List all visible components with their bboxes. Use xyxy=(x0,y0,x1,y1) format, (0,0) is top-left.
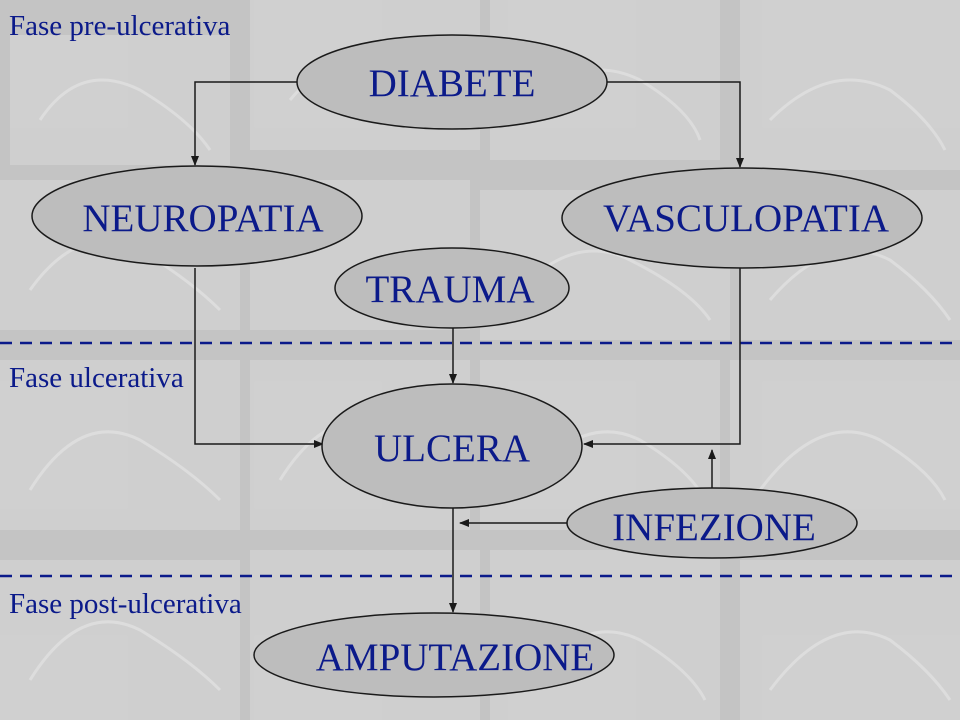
node-amputazione: AMPUTAZIONE xyxy=(253,612,615,698)
phase-label-pre: Fase pre-ulcerativa xyxy=(9,10,231,42)
node-diabete: DIABETE xyxy=(296,34,608,130)
node-vasculopatia-label: VASCULOPATIA xyxy=(603,197,889,240)
phase-label-post: Fase post-ulcerativa xyxy=(9,588,242,620)
node-infezione: INFEZIONE xyxy=(566,487,858,559)
node-vasculopatia: VASCULOPATIA xyxy=(561,167,923,269)
node-trauma-label: TRAUMA xyxy=(365,268,534,311)
node-neuropatia-label: NEUROPATIA xyxy=(82,197,323,240)
connector-diabete-vasculopatia xyxy=(606,81,744,168)
node-ulcera-label: ULCERA xyxy=(374,427,530,470)
phase-label-ulcerative: Fase ulcerativa xyxy=(9,362,184,394)
connector-vasculopatia-ulcera xyxy=(583,268,741,448)
connector-neuropatia-ulcera xyxy=(194,268,324,448)
node-amputazione-label: AMPUTAZIONE xyxy=(316,636,595,679)
node-neuropatia: NEUROPATIA xyxy=(31,165,363,267)
node-trauma: TRAUMA xyxy=(334,247,570,329)
node-diabete-label: DIABETE xyxy=(369,62,536,105)
node-ulcera: ULCERA xyxy=(321,383,583,509)
node-infezione-label: INFEZIONE xyxy=(612,506,816,549)
connector-diabete-neuropatia xyxy=(191,81,297,166)
